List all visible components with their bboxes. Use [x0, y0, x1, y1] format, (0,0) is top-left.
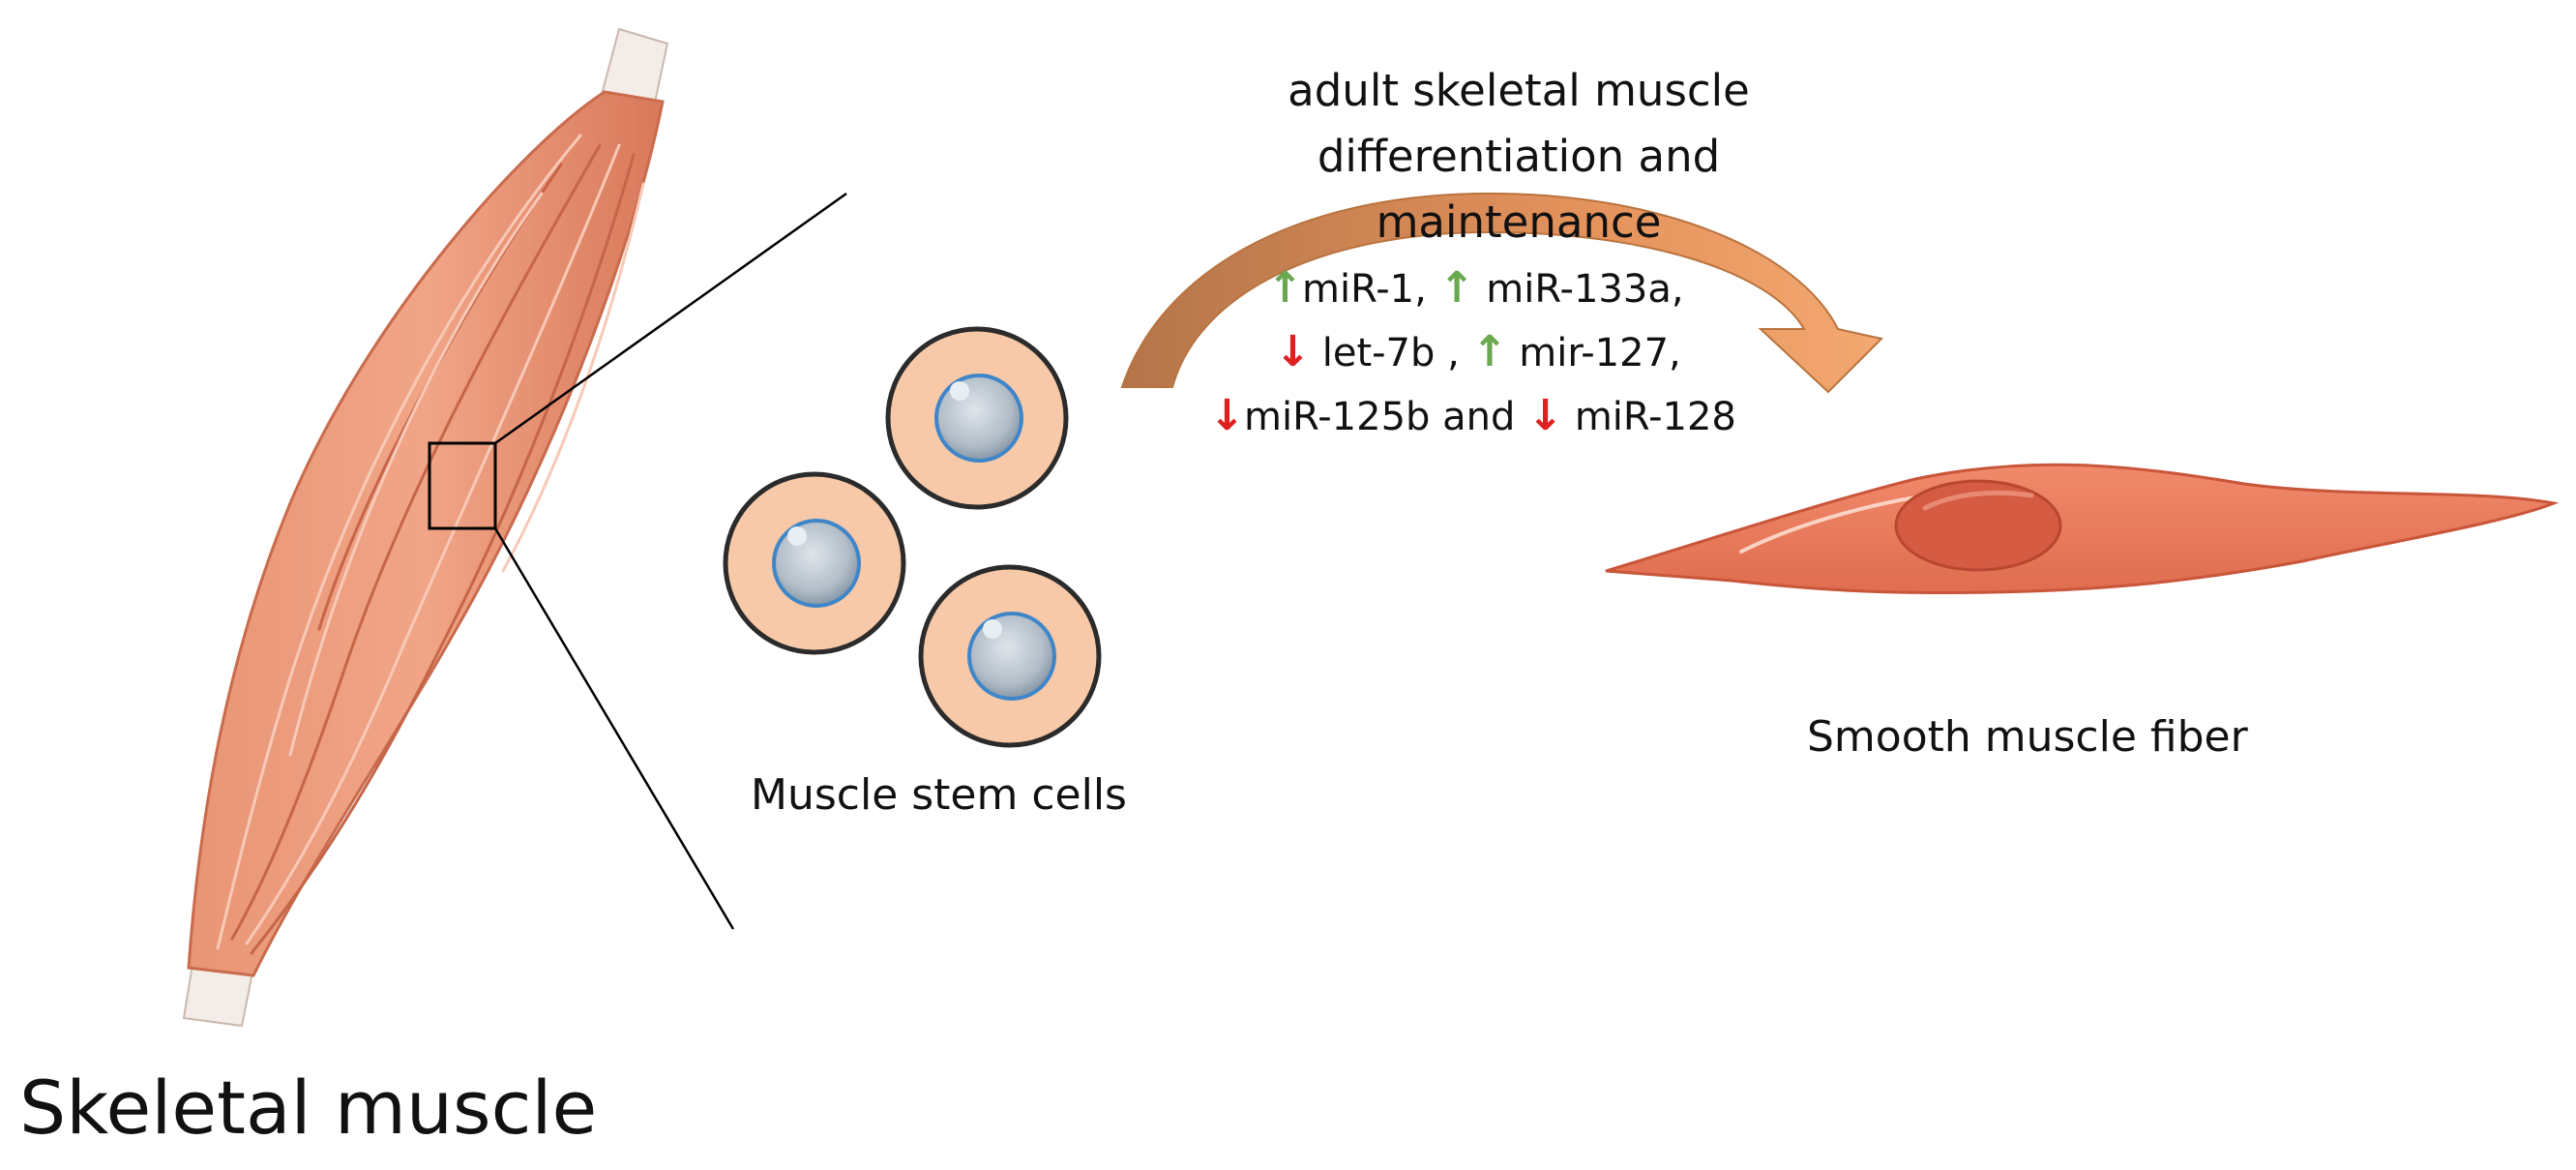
up-arrow-icon: ↑ [1267, 263, 1303, 313]
muscle-belly [187, 90, 665, 977]
mirna-name: miR-1, [1302, 267, 1427, 312]
mirna-name: miR-133a, [1486, 267, 1684, 312]
mirna-line-3: ↓miR-125b and ↓ miR-128 [1209, 391, 1736, 440]
muscle-fiber-lines [216, 134, 645, 955]
mirna-line-1: ↑miR-1, ↑ miR-133a, [1267, 263, 1684, 313]
stem-cell [918, 564, 1102, 748]
muscle-stem-cells [723, 326, 1102, 748]
smooth-muscle-fiber-label: Smooth muscle fiber [1807, 712, 2248, 762]
down-arrow-icon: ↓ [1527, 391, 1563, 440]
down-arrow-icon: ↓ [1275, 327, 1311, 376]
connector-text: and [1442, 395, 1516, 439]
nucleus-highlight [1922, 490, 2034, 511]
down-arrow-icon: ↓ [1209, 391, 1245, 440]
up-arrow-icon: ↑ [1438, 263, 1475, 313]
stem-cell [885, 326, 1069, 510]
differentiation-arrow [1120, 192, 1883, 394]
zoom-line-bottom [493, 527, 735, 930]
mirna-name: let-7b , [1321, 331, 1460, 375]
smooth-muscle-fiber-illustration [1605, 463, 2560, 594]
mirna-name: mir-127, [1519, 331, 1681, 375]
mirna-line-2: ↓ let-7b , ↑ mir-127, [1275, 327, 1681, 376]
muscle-stem-cells-label: Muscle stem cells [751, 770, 1127, 820]
skeletal-muscle-label: Skeletal muscle [19, 1065, 598, 1151]
fiber-body [1605, 463, 2560, 594]
zoom-box [428, 441, 497, 530]
stem-cell [723, 471, 906, 655]
mirna-name: miR-125b [1244, 395, 1431, 439]
zoom-line-top [494, 192, 847, 445]
process-title: adult skeletal muscle differentiation an… [1180, 58, 1857, 255]
up-arrow-icon: ↑ [1471, 327, 1508, 376]
process-title-line2: differentiation and maintenance [1317, 131, 1721, 248]
mirna-name: miR-128 [1574, 395, 1736, 439]
skeletal-muscle-illustration [182, 27, 847, 1028]
process-title-line1: adult skeletal muscle [1288, 65, 1750, 116]
